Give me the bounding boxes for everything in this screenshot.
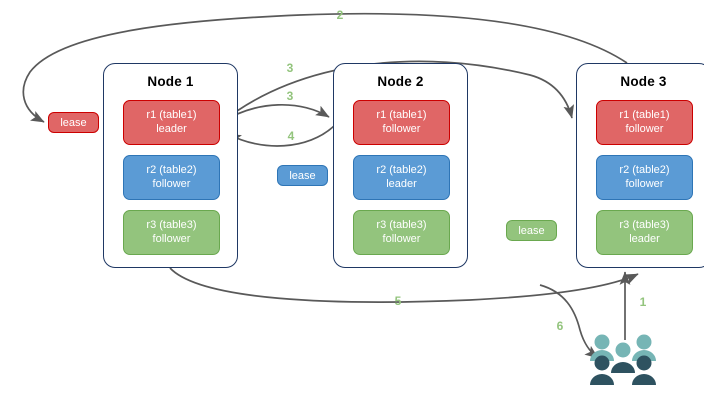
replica-r2-node1[interactable]: r2 (table2) follower [123,155,220,200]
replica-name: r1 (table1) [619,109,670,121]
replica-r2-node3[interactable]: r2 (table2) follower [596,155,693,200]
replica-role: follower [625,122,664,135]
replica-role: follower [152,232,191,245]
step-label-3-lower: 3 [286,89,294,103]
replica-r2-node2[interactable]: r2 (table2) leader [353,155,450,200]
replica-r3-node1[interactable]: r3 (table3) follower [123,210,220,255]
step-label-1: 1 [639,295,647,309]
replica-name: r1 (table1) [376,109,427,121]
node-title-1: Node 1 [147,74,194,89]
node-container-2[interactable]: Node 2 r1 (table1) follower r2 (table2) … [333,63,468,268]
replica-role: leader [386,177,417,190]
step-label-4: 4 [287,129,295,143]
node-container-1[interactable]: Node 1 r1 (table1) leader r2 (table2) fo… [103,63,238,268]
replica-r1-node3[interactable]: r1 (table1) follower [596,100,693,145]
node-title-3: Node 3 [620,74,667,89]
people-group-icon [590,334,656,385]
replica-name: r3 (table3) [619,219,670,231]
replica-name: r2 (table2) [376,164,427,176]
replica-r1-node1[interactable]: r1 (table1) leader [123,100,220,145]
replica-r1-node2[interactable]: r1 (table1) follower [353,100,450,145]
replica-role: follower [382,122,421,135]
replica-name: r2 (table2) [146,164,197,176]
replica-name: r3 (table3) [376,219,427,231]
replica-name: r1 (table1) [146,109,197,121]
lease-badge-table3[interactable]: lease [506,220,557,241]
lease-badge-table2[interactable]: lease [277,165,328,186]
replica-r3-node2[interactable]: r3 (table3) follower [353,210,450,255]
replica-role: follower [625,177,664,190]
replica-role: follower [382,232,421,245]
step-label-3-upper: 3 [286,61,294,75]
replica-name: r3 (table3) [146,219,197,231]
replica-name: r2 (table2) [619,164,670,176]
node-title-2: Node 2 [377,74,424,89]
step-label-2: 2 [336,8,344,22]
replica-role: leader [156,122,187,135]
lease-badge-table1[interactable]: lease [48,112,99,133]
step-label-6: 6 [556,319,564,333]
replica-r3-node3[interactable]: r3 (table3) leader [596,210,693,255]
node-container-3[interactable]: Node 3 r1 (table1) follower r2 (table2) … [576,63,704,268]
arrow-step-3-to-node2 [221,103,330,123]
replica-role: follower [152,177,191,190]
arrow-step-4 [227,125,335,147]
replica-role: leader [629,232,660,245]
step-label-5: 5 [394,294,402,308]
